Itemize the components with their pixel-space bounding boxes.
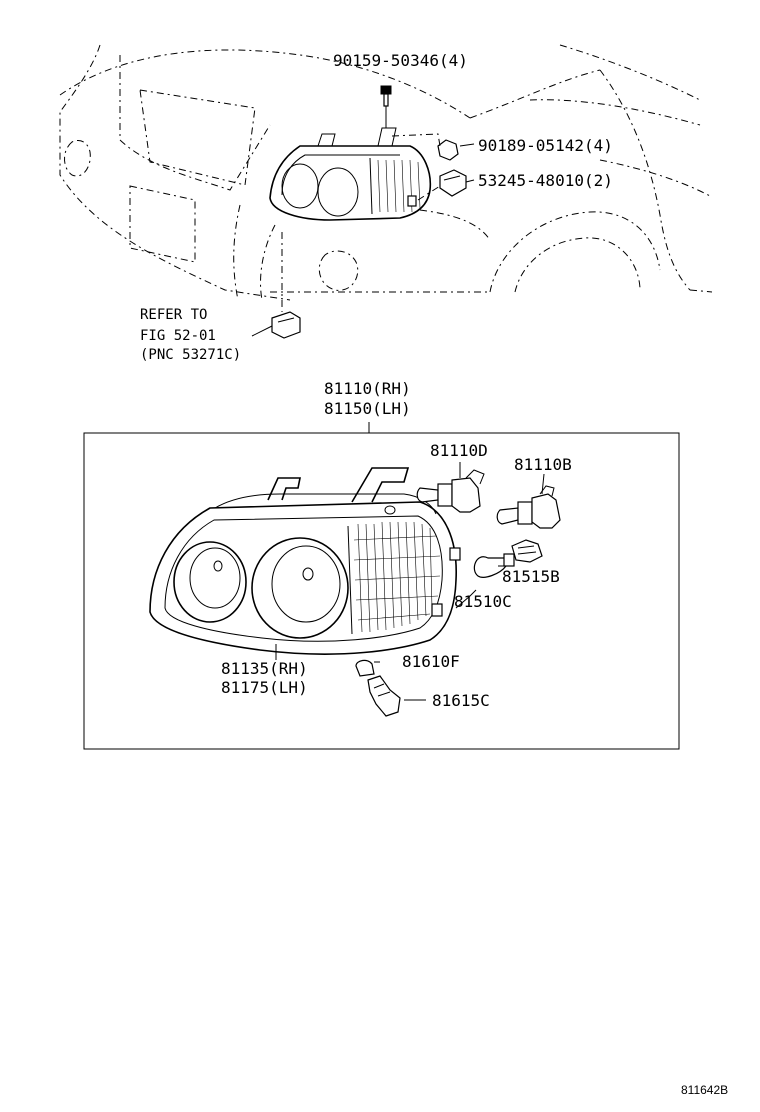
vehicle-front-outline (59, 44, 713, 301)
label-socket-c: 81615C (432, 691, 490, 710)
headlamp-assembly (149, 467, 461, 655)
label-bulb-f: 81610F (402, 652, 460, 671)
label-nut: 90189-05142(4) (478, 136, 613, 155)
label-clip: 53245-48010(2) (478, 171, 613, 190)
label-screw: 90159-50346(4) (333, 51, 468, 70)
label-lens-lh: 81175(LH) (221, 678, 308, 697)
label-refer-line1: REFER TO (140, 307, 207, 323)
nut-part (391, 133, 459, 161)
bulb-81110b (496, 485, 561, 529)
bracket-part (271, 232, 301, 339)
clip-part (417, 169, 467, 201)
label-lens-rh: 81135(RH) (221, 659, 308, 678)
figure-reference: 811642B (681, 1083, 728, 1097)
label-bulb-d: 81110D (430, 441, 488, 460)
assembly-box (83, 432, 680, 750)
label-bulb-c: 81510C (454, 592, 512, 611)
socket-81615c (367, 675, 401, 717)
bulb-81510c (473, 553, 515, 578)
screw-part (380, 85, 392, 128)
label-assy-lh: 81150(LH) (324, 399, 411, 418)
label-socket-b: 81515B (502, 567, 560, 586)
label-bulb-b: 81110B (514, 455, 572, 474)
label-refer-line3: (PNC 53271C) (140, 347, 241, 363)
label-assy-rh: 81110(RH) (324, 379, 411, 398)
headlamp-on-vehicle (269, 127, 432, 221)
label-refer-line2: FIG 52-01 (140, 328, 216, 344)
bulb-81610f (355, 659, 375, 677)
socket-81515b (511, 539, 543, 563)
bulb-81110d (416, 469, 485, 513)
